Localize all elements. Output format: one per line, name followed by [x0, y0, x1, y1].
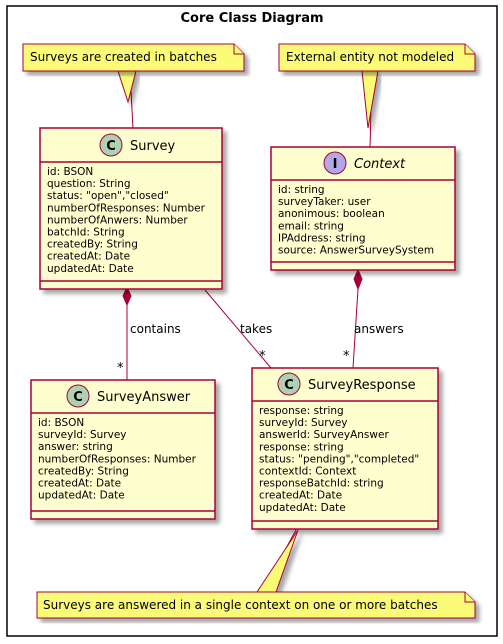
- note-tail: [361, 70, 379, 129]
- note-body: [36, 591, 476, 619]
- class-name: SurveyAnswer: [97, 390, 191, 405]
- class-field: status: "open","closed": [47, 190, 169, 202]
- class-circle-icon: [277, 372, 301, 396]
- class-field: numberOfAnwers: Number: [47, 214, 188, 226]
- note-context-text: Surveys are answered in a single context…: [43, 598, 438, 612]
- note-fold: [233, 44, 244, 55]
- class-field: status: "pending","completed": [259, 453, 419, 465]
- interface-circle-icon: [323, 151, 347, 175]
- class-field: updatedAt: Date: [38, 490, 125, 502]
- relation-contains-label: contains: [130, 322, 181, 336]
- note-tail: [256, 529, 299, 593]
- stereotype-letter: C: [284, 378, 294, 393]
- note-batches-text: Surveys are created in batches: [30, 50, 217, 64]
- class-field: id: BSON: [38, 417, 84, 429]
- relation-takes: takes *: [204, 289, 272, 369]
- relation-answers-multiplicity: *: [343, 349, 350, 364]
- note-context: Surveys are answered in a single context…: [36, 529, 476, 619]
- class-box: [251, 367, 439, 530]
- class-field: response: string: [259, 441, 344, 453]
- package-core: Core Class Diagram: [6, 5, 498, 637]
- relation-contains-multiplicity: *: [117, 361, 124, 376]
- note-external: External entity not modeled: [278, 43, 476, 129]
- note-fold: [464, 44, 475, 55]
- class-field: numberOfResponses: Number: [47, 202, 206, 214]
- relation-contains: contains *: [117, 285, 181, 380]
- class-field: answerId: SurveyAnswer: [259, 429, 389, 441]
- class-field: anonimous: boolean: [278, 208, 385, 220]
- class-field: email: string: [278, 220, 344, 232]
- relation-takes-multiplicity: *: [259, 349, 266, 364]
- class-box: [39, 127, 223, 290]
- class-field: createdBy: String: [38, 465, 129, 477]
- class-field: updatedAt: Date: [259, 502, 346, 514]
- class-field: answer: string: [38, 441, 113, 453]
- class-field: createdAt: Date: [259, 490, 342, 502]
- class-field: id: string: [278, 184, 325, 196]
- class-field: surveyTaker: user: [278, 196, 371, 208]
- composition-diamond: [122, 285, 132, 307]
- note-batches: Surveys are created in batches: [22, 43, 245, 104]
- stereotype-letter: C: [106, 139, 116, 154]
- package-title: Core Class Diagram: [180, 11, 323, 26]
- note-body: [22, 43, 245, 72]
- note-fold: [464, 592, 475, 603]
- class-box: [30, 379, 216, 520]
- class-box: [270, 146, 456, 271]
- relation-takes-label: takes: [240, 322, 272, 336]
- class-name: Context: [354, 157, 406, 172]
- class-field: surveyId: Survey: [38, 429, 127, 441]
- class-field: source: AnswerSurveySystem: [278, 245, 434, 257]
- class-field: batchId: String: [47, 227, 125, 239]
- package-frame: [6, 5, 498, 637]
- class-name: Survey: [130, 139, 176, 154]
- class-field: createdBy: String: [47, 239, 138, 251]
- class-circle-icon: [66, 384, 90, 408]
- class-circle-icon: [99, 133, 123, 157]
- class-field: IPAddress: string: [278, 232, 366, 244]
- class-field: updatedAt: Date: [47, 263, 134, 275]
- note-body: [278, 43, 476, 72]
- class-field: contextId: Context: [259, 466, 356, 478]
- relation-answers-label: answers: [354, 322, 404, 336]
- class-field: response: string: [259, 405, 344, 417]
- class-field: id: BSON: [47, 166, 93, 178]
- stereotype-letter: C: [73, 390, 83, 405]
- class-field: responseBatchId: string: [259, 478, 384, 490]
- class-field: numberOfResponses: Number: [38, 453, 197, 465]
- relation-answers: answers *: [343, 268, 404, 369]
- class-name: SurveyResponse: [308, 378, 416, 393]
- stereotype-letter: I: [333, 157, 338, 172]
- note-tail: [117, 70, 137, 104]
- composition-diamond: [353, 268, 363, 291]
- class-field: surveyId: Survey: [259, 417, 348, 429]
- class-field: createdAt: Date: [47, 251, 130, 263]
- class-field: createdAt: Date: [38, 478, 121, 490]
- class-field: question: String: [47, 178, 131, 190]
- note-external-text: External entity not modeled: [286, 50, 454, 64]
- class-survey-response[interactable]: C SurveyResponse response: stringsurveyI…: [251, 367, 439, 530]
